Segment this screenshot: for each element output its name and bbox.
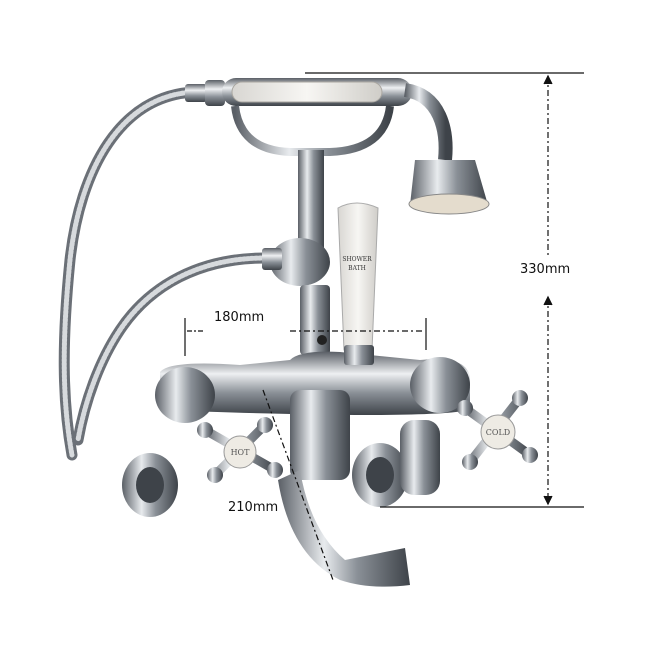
- height-dimension-label: 330mm: [520, 262, 570, 277]
- projection-dimension-label: 210mm: [228, 500, 278, 515]
- shower-hose: [58, 86, 271, 461]
- lever-label-bath: BATH: [348, 265, 366, 272]
- diverter-lever: SHOWER BATH: [337, 202, 379, 365]
- shower-handset: [185, 78, 490, 215]
- cold-handle: COLD: [457, 390, 538, 470]
- hot-label: HOT: [231, 448, 251, 457]
- bath-spout: [278, 470, 410, 587]
- centres-dimension-label: 180mm: [214, 310, 264, 325]
- lever-label-shower: SHOWER: [342, 256, 372, 263]
- cold-label: COLD: [486, 428, 510, 437]
- wall-elbows: [122, 420, 440, 517]
- mixer-body: [155, 150, 470, 480]
- hot-handle: HOT: [197, 417, 283, 483]
- dimension-lines: [184, 72, 584, 581]
